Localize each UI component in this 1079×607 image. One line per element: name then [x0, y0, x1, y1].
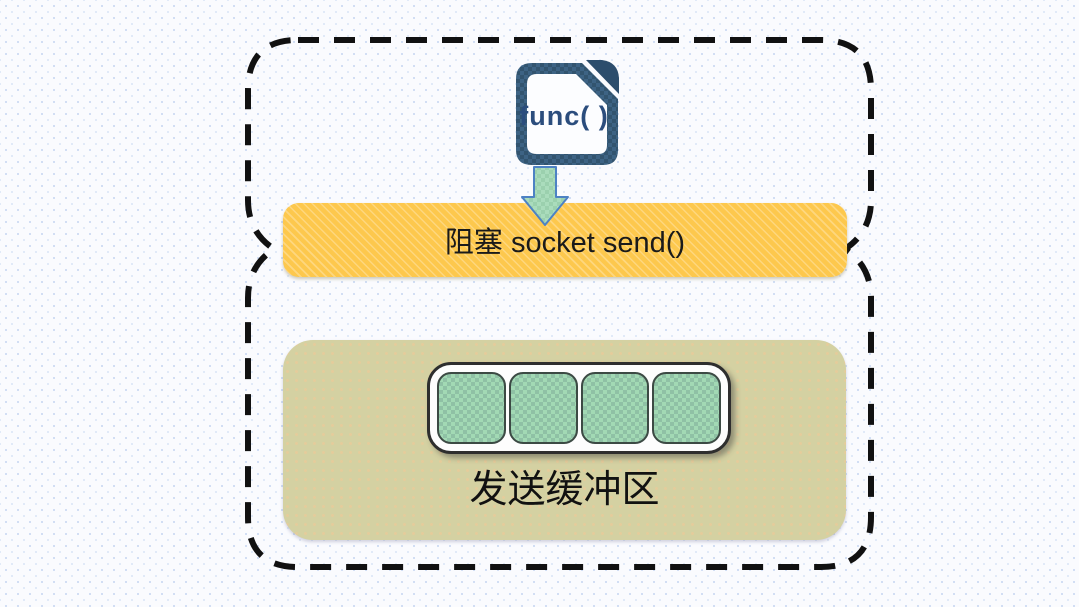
buffer-cell: [508, 372, 578, 444]
down-arrow-icon: [521, 166, 569, 226]
folded-corner: [586, 60, 619, 94]
send-buffer-label: 发送缓冲区: [469, 468, 660, 511]
blocking-send-label: 阻塞 socket send(): [444, 227, 686, 259]
buffer-cell: [580, 372, 650, 444]
blocking-send-bar: 阻塞 socket send(): [283, 203, 847, 277]
buffer-cell: [652, 372, 721, 444]
function-name-label: func( ): [519, 100, 609, 131]
buffer-cell: [437, 372, 506, 444]
buffer-cells: [427, 362, 731, 454]
function-file-icon: [516, 60, 619, 165]
